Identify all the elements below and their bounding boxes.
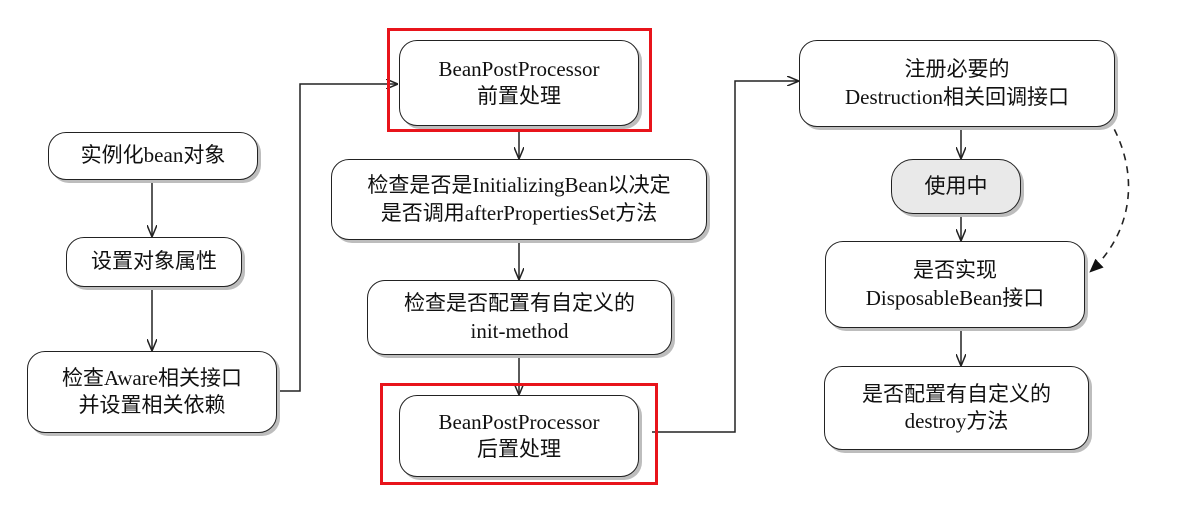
node-init-method-line1: 检查是否配置有自定义的 — [404, 291, 635, 316]
node-instantiate-bean: 实例化bean对象 — [48, 132, 258, 180]
node-aware-check: 检查Aware相关接口 并设置相关依赖 — [27, 351, 277, 433]
node-bpp-before-line2: 前置处理 — [477, 84, 561, 108]
edge-aware-to-bppbefore — [277, 84, 397, 392]
node-register-destruction: 注册必要的 Destruction相关回调接口 — [799, 40, 1115, 127]
node-disposable-line1: 是否实现 — [913, 258, 997, 283]
node-set-properties-line1: 设置对象属性 — [91, 249, 217, 274]
highlight-bpp-after — [380, 383, 658, 485]
node-aware-line2: 并设置相关依赖 — [78, 393, 226, 417]
node-disposable-line2: DisposableBean接口 — [865, 285, 1045, 310]
node-aware-line1: 检查Aware相关接口 — [61, 365, 243, 390]
node-destroy-method-line1: 是否配置有自定义的 — [862, 381, 1051, 406]
node-init-method-line2: init-method — [470, 318, 569, 343]
node-bpp-before-line1: BeanPostProcessor — [438, 56, 600, 81]
node-bpp-before: BeanPostProcessor 前置处理 — [399, 40, 639, 126]
node-in-use: 使用中 — [891, 159, 1021, 214]
highlight-bpp-before — [387, 28, 652, 132]
node-initializing-bean-check: 检查是否是InitializingBean以决定 是否调用afterProper… — [331, 159, 707, 240]
node-destruction-line1: 注册必要的 — [904, 57, 1010, 82]
node-bpp-after: BeanPostProcessor 后置处理 — [399, 395, 639, 477]
node-destroy-method-line2: destroy方法 — [904, 409, 1009, 433]
node-initializing-line1: 检查是否是InitializingBean以决定 — [367, 173, 671, 198]
node-bpp-after-line1: BeanPostProcessor — [438, 409, 600, 434]
node-bpp-after-line2: 后置处理 — [477, 437, 561, 461]
edge-bppafter-to-destruction — [652, 81, 798, 433]
node-in-use-line1: 使用中 — [924, 173, 988, 198]
node-init-method-check: 检查是否配置有自定义的 init-method — [367, 280, 672, 355]
node-initializing-line2: 是否调用afterPropertiesSet方法 — [380, 200, 658, 225]
node-destroy-method-check: 是否配置有自定义的 destroy方法 — [824, 366, 1089, 450]
node-disposable-bean-check: 是否实现 DisposableBean接口 — [825, 241, 1085, 328]
node-destruction-line2: Destruction相关回调接口 — [845, 84, 1069, 109]
node-instantiate-line1: 实例化bean对象 — [80, 143, 226, 168]
node-set-properties: 设置对象属性 — [66, 237, 242, 287]
edge-destruction-to-disposable-dashed — [1089, 117, 1130, 273]
